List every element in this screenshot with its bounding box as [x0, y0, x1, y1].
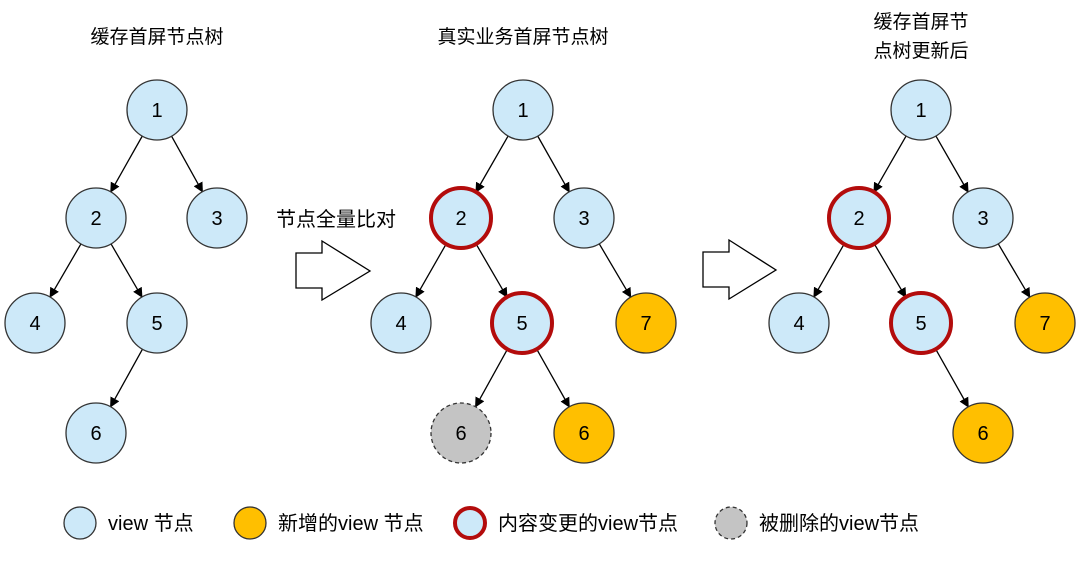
edge-2-5	[475, 243, 508, 298]
edge-5-6new	[536, 348, 570, 408]
node-changed-5	[889, 291, 953, 355]
legend-swatch-added	[233, 506, 267, 540]
edge-1-2	[110, 135, 143, 193]
hollow-arrow-shape	[702, 238, 778, 301]
edge-5-6del	[475, 348, 509, 408]
legend: view 节点 新增的view 节点 内容变更的view节点 被删除的view节点	[63, 506, 919, 540]
node-label: 6	[578, 423, 589, 445]
node-deleted-6del	[430, 402, 492, 464]
tree-real: 真实业务首屏节点树 1 2 3 4 5 7 6 6	[370, 26, 677, 464]
legend-swatch-view	[63, 506, 97, 540]
node-label: 2	[90, 208, 101, 230]
edge-1-2	[475, 135, 509, 193]
node-view-3	[186, 187, 248, 249]
tree-updated: 缓存首屏节 点树更新后 1 2 3 4 5 7 6	[768, 11, 1076, 464]
node-view-4	[4, 292, 66, 354]
node-label: 7	[1039, 313, 1050, 335]
edge-1-2	[873, 135, 907, 193]
node-changed-2	[827, 186, 891, 250]
legend-label-view: view 节点	[108, 512, 194, 535]
edge-1-3	[171, 135, 203, 193]
tree-cached: 缓存首屏节点树 1 2 3 4 5 6	[4, 26, 248, 464]
tree-title: 真实业务首屏节点树	[437, 26, 608, 48]
legend-label-changed: 内容变更的view节点	[498, 512, 678, 535]
node-added-7	[1014, 292, 1076, 354]
node-label: 5	[516, 313, 527, 335]
update-arrow	[702, 238, 778, 301]
node-view-3	[952, 187, 1014, 249]
edge-2-5	[110, 243, 143, 298]
tree-title-line-1: 缓存首屏节	[873, 11, 968, 33]
tree-title: 缓存首屏节点树	[90, 26, 223, 48]
node-changed-2	[429, 186, 493, 250]
edge-2-4	[49, 243, 82, 298]
node-label: 5	[151, 313, 162, 335]
node-label: 4	[29, 313, 40, 335]
node-label: 4	[793, 313, 804, 335]
node-view-5	[126, 292, 188, 354]
node-view-2	[65, 187, 127, 249]
edge-3-7	[997, 243, 1031, 299]
node-added-6	[952, 402, 1014, 464]
node-view-3	[553, 187, 615, 249]
edge-5-6	[110, 348, 144, 408]
node-label: 6	[455, 423, 466, 445]
node-view-4	[370, 292, 432, 354]
node-label: 6	[90, 423, 101, 445]
compare-arrow: 节点全量比对	[276, 208, 396, 302]
legend-swatch-deleted	[714, 506, 748, 540]
edge-2-5	[873, 243, 907, 299]
hollow-arrow-shape	[295, 239, 372, 302]
node-label: 1	[915, 100, 926, 122]
edge-3-7	[598, 243, 632, 299]
node-added-7	[615, 292, 677, 354]
edge-5-6	[935, 348, 969, 408]
node-label: 4	[395, 313, 406, 335]
legend-label-added: 新增的view 节点	[278, 512, 424, 535]
node-view-1	[126, 79, 188, 141]
node-changed-5	[490, 291, 554, 355]
node-view-1	[492, 79, 554, 141]
tree-title-line-2: 点树更新后	[873, 40, 968, 62]
node-added-6new	[553, 402, 615, 464]
node-label: 1	[517, 100, 528, 122]
node-label: 3	[977, 208, 988, 230]
node-view-6	[65, 402, 127, 464]
compare-arrow-label: 节点全量比对	[276, 208, 396, 231]
legend-label-deleted: 被删除的view节点	[759, 512, 919, 535]
node-label: 7	[640, 313, 651, 335]
edge-2-4	[813, 243, 845, 298]
node-label: 5	[915, 313, 926, 335]
node-label: 1	[151, 100, 162, 122]
legend-swatch-changed	[453, 506, 487, 540]
edge-1-3	[935, 135, 969, 193]
node-view-4	[768, 292, 830, 354]
edge-2-4	[415, 243, 447, 298]
node-label: 3	[211, 208, 222, 230]
node-label: 3	[578, 208, 589, 230]
node-label: 2	[853, 208, 864, 230]
node-view-1	[890, 79, 952, 141]
edge-1-3	[537, 135, 570, 193]
node-label: 2	[455, 208, 466, 230]
node-label: 6	[977, 423, 988, 445]
